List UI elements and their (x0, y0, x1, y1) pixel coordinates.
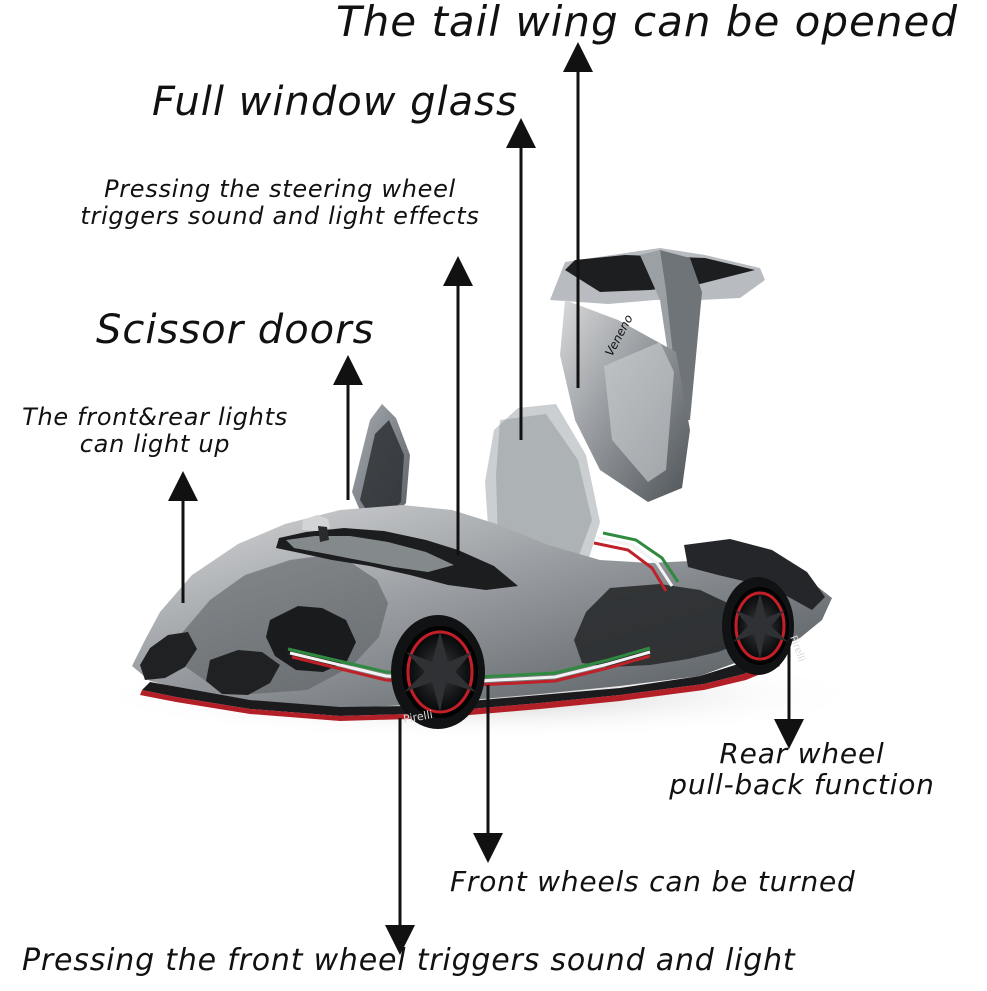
rear-wing (550, 248, 765, 420)
tail-wing-callout: The tail wing can be opened (336, 0, 958, 45)
steering-label-line-2: triggers sound and light effects (80, 201, 480, 230)
front-turn-label: Front wheels can be turned (450, 865, 856, 898)
front-turn-callout: Front wheels can be turned (450, 865, 856, 898)
lights-callout: The front&rear lights can light up (0, 404, 310, 458)
tail-wing-label: The tail wing can be opened (336, 0, 958, 46)
rear-wheel-callout: Rear wheel pull-back function (636, 738, 968, 801)
rear-wheel: Pirelli (722, 577, 807, 675)
lights-label-line-1: The front&rear lights (22, 403, 288, 431)
rear-wheel-label-line-1: Rear wheel (719, 737, 885, 770)
front-press-label: Pressing the front wheel triggers sound … (22, 943, 796, 978)
front-wheel: Pirelli (391, 615, 485, 729)
front-tire-text: Pirelli (402, 708, 433, 726)
scissor-door-left (352, 404, 410, 520)
car-body (132, 505, 832, 721)
window-glass-callout: Full window glass (152, 80, 518, 125)
front-press-callout: Pressing the front wheel triggers sound … (22, 944, 795, 978)
window-glass-label: Full window glass (152, 79, 518, 125)
steering-label-line-1: Pressing the steering wheel (104, 175, 456, 203)
scissor-doors-callout: Scissor doors (96, 308, 374, 353)
rear-wheel-label-line-2: pull-back function (669, 768, 935, 802)
lights-label-line-2: can light up (79, 429, 231, 458)
steering-callout: Pressing the steering wheel triggers sou… (50, 176, 510, 230)
scissor-doors-label: Scissor doors (96, 307, 375, 353)
